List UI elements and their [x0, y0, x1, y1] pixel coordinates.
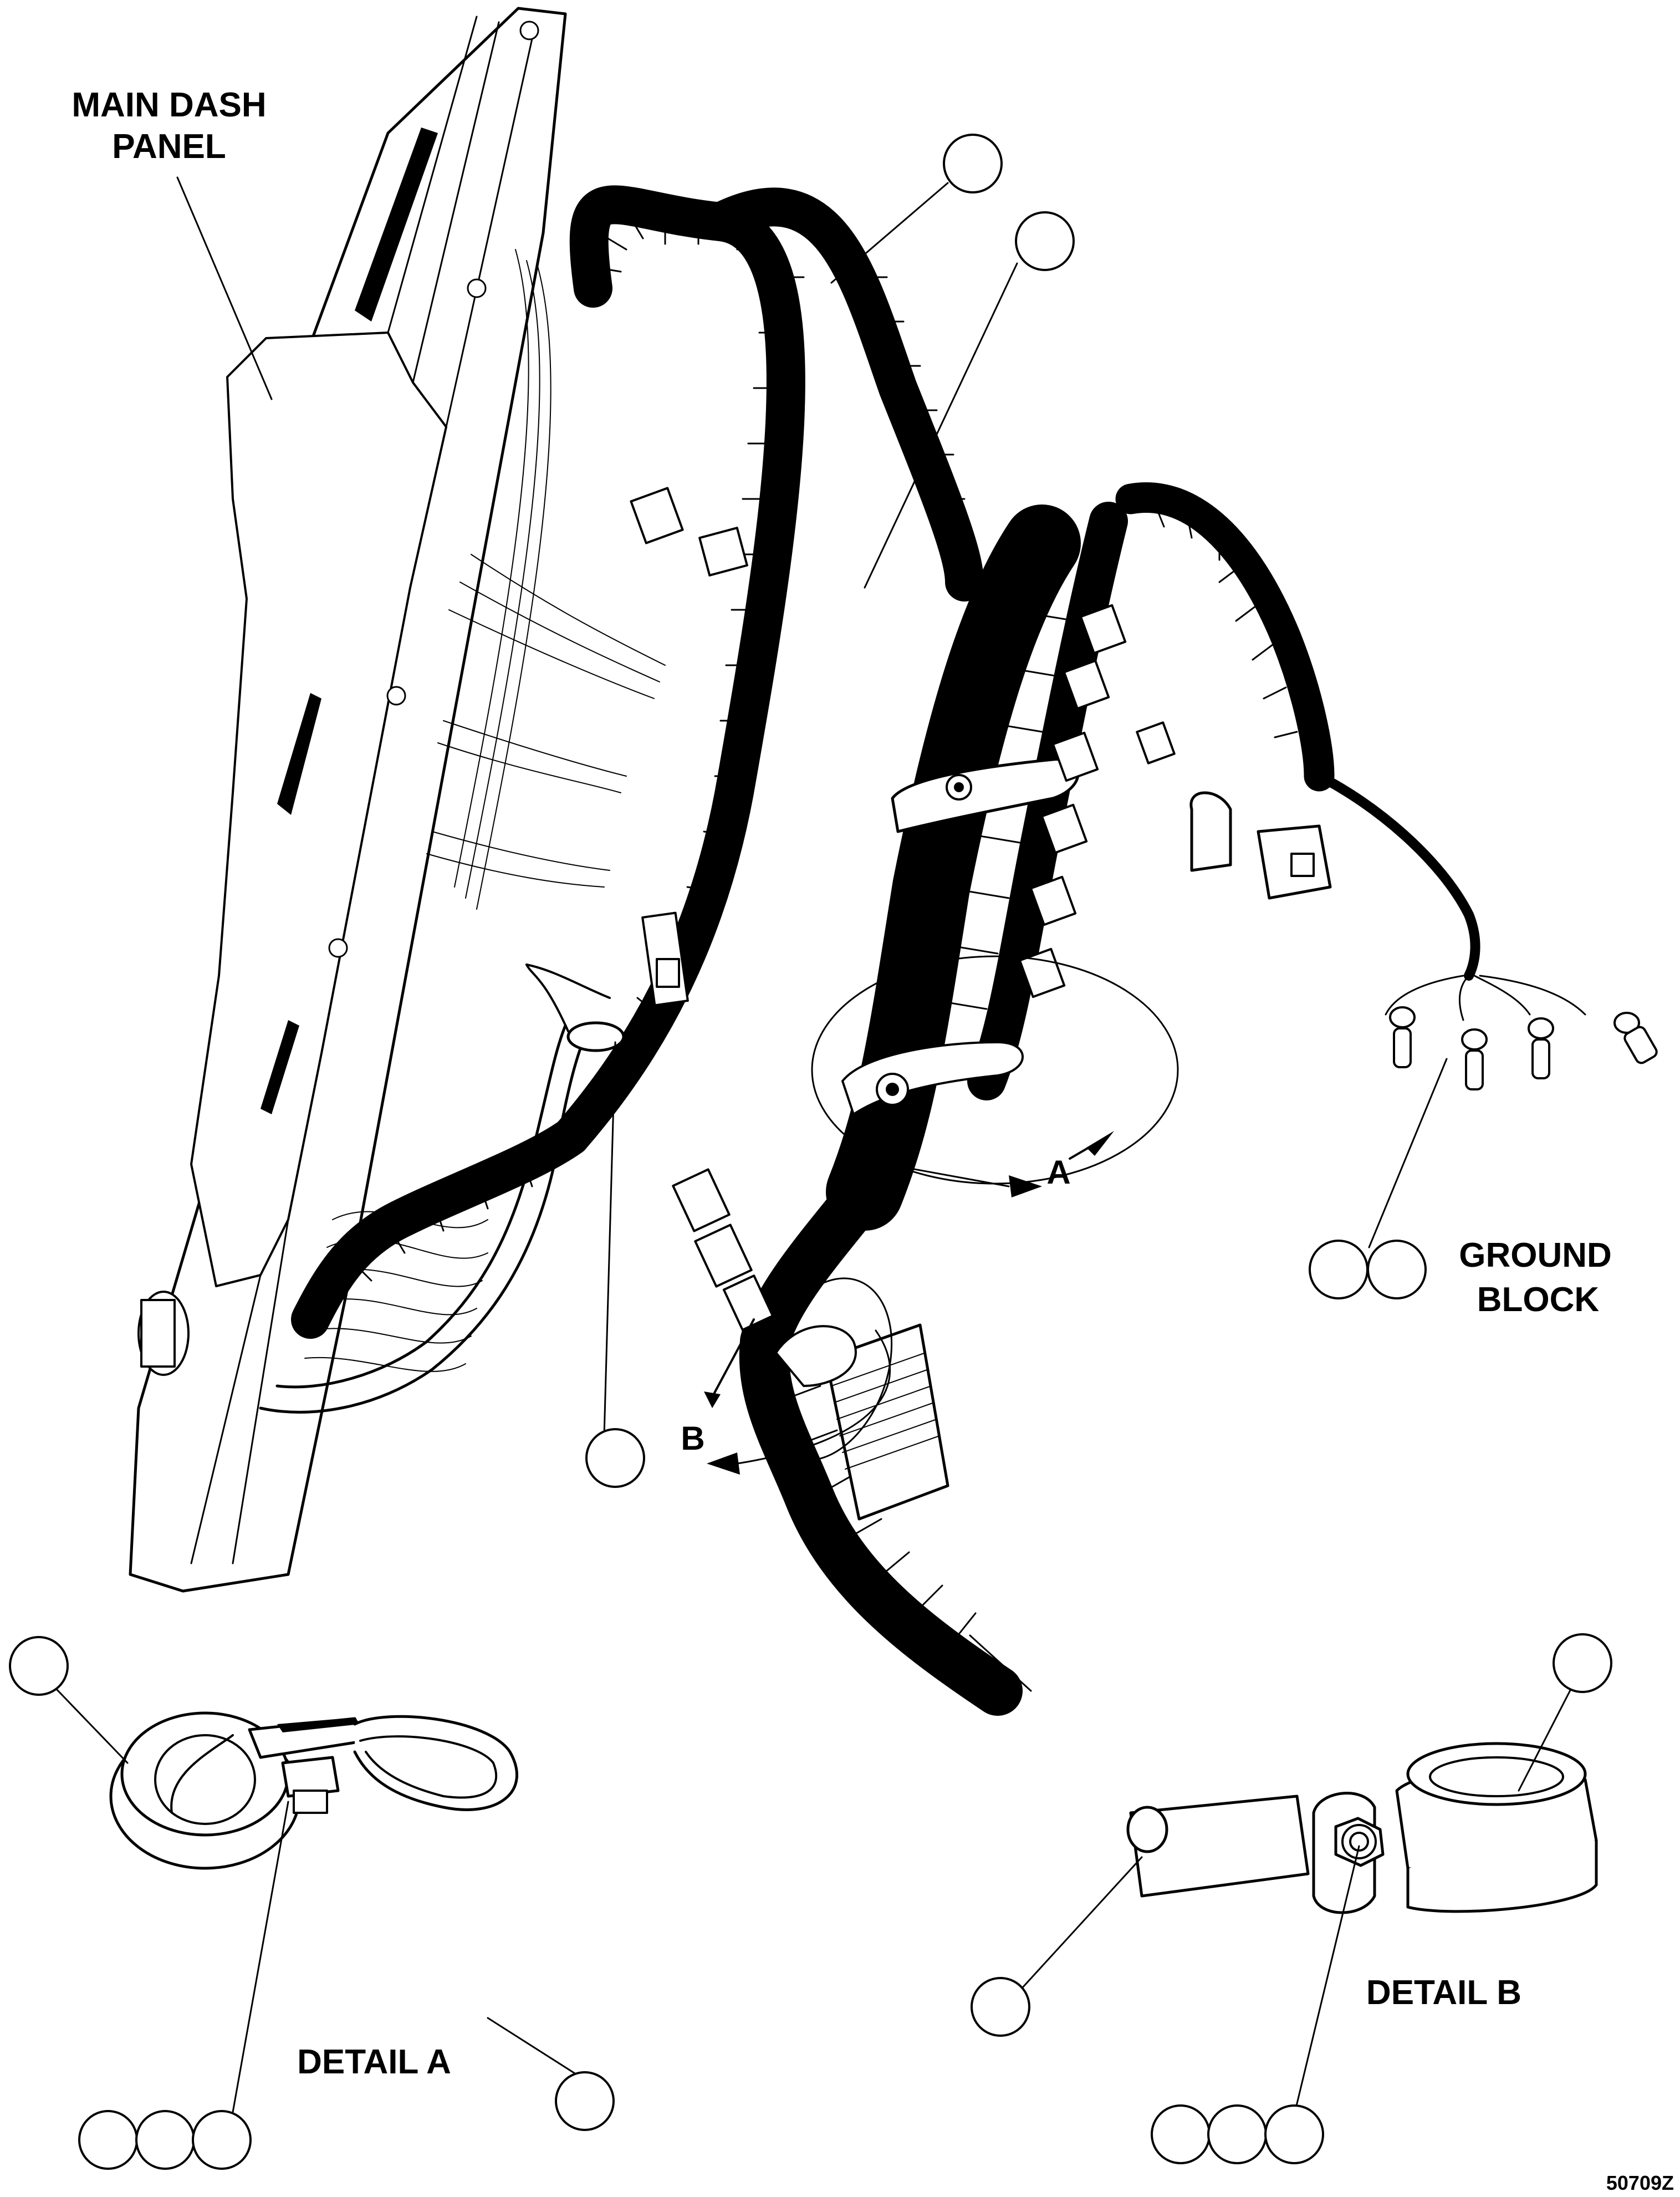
connectors: [630, 487, 1332, 1521]
callout-circle: [1207, 2104, 1267, 2164]
callout-circle: [1151, 2104, 1211, 2164]
callout-circle: [1309, 1240, 1368, 1299]
view-a-label: A: [1046, 1154, 1070, 1191]
leader-lines: [54, 176, 1572, 2116]
callout-circle: [555, 2071, 615, 2131]
callout-circle: [78, 2110, 138, 2170]
callout-circle: [1553, 1633, 1612, 1693]
cable-tie: [525, 964, 625, 1052]
view-b-label: B: [681, 1420, 704, 1457]
callout-circle: [971, 1977, 1030, 2037]
detail-b-circle: [704, 1277, 893, 1475]
ground-block-label-line2: BLOCK: [1477, 1281, 1600, 1319]
ring-terminals: [1389, 1006, 1658, 1090]
detail-a-circle: [811, 955, 1179, 1197]
callout-circle: [135, 2110, 195, 2170]
callout-circle: [1264, 2104, 1324, 2164]
ground-block-label-line1: GROUND: [1459, 1236, 1612, 1275]
main-dash-panel: [129, 7, 666, 1593]
callout-circles: [9, 134, 1612, 2170]
callout-circle: [1367, 1240, 1427, 1299]
detail-a-label: DETAIL A: [297, 2043, 451, 2081]
main-dash-panel-label-line1: MAIN DASH: [72, 86, 266, 124]
detail-b-drawing: [1126, 1742, 1598, 1914]
main-dash-panel-label-line2: PANEL: [112, 128, 226, 166]
callout-circle: [192, 2110, 252, 2170]
detail-b-label: DETAIL B: [1366, 1974, 1521, 2012]
callout-circle: [943, 134, 1003, 193]
wrap-tape-marks: [348, 210, 1298, 1642]
callout-circle: [585, 1428, 645, 1488]
detail-a-drawing: [109, 1711, 518, 1870]
figure-number: 50709Z: [1606, 2171, 1674, 2194]
callout-circle: [9, 1636, 69, 1696]
callout-circle: [1015, 211, 1075, 271]
